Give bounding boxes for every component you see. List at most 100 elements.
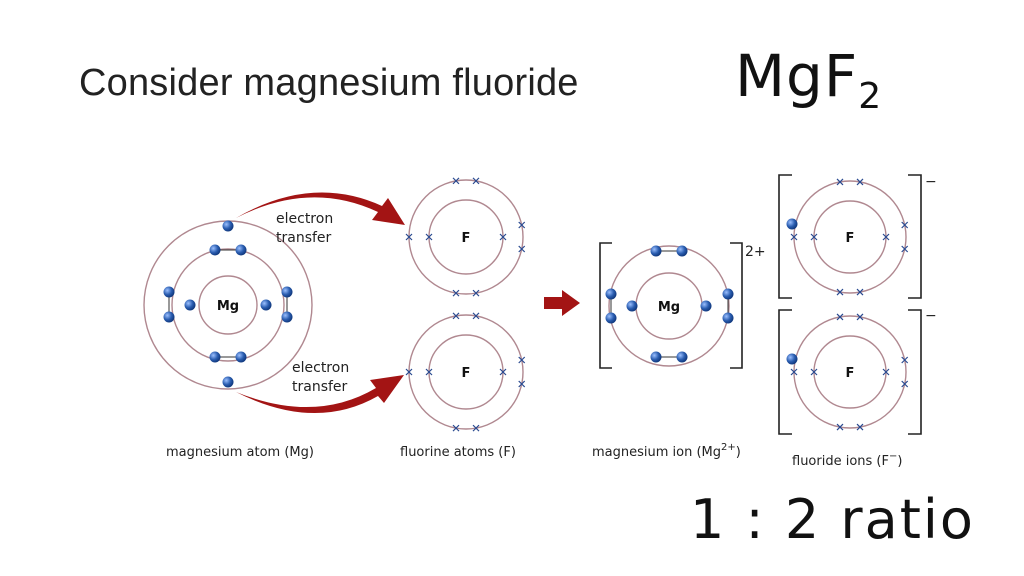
slide-title: Consider magnesium fluoride [79, 62, 579, 104]
electron-cross [452, 312, 460, 320]
electron-cross [810, 233, 818, 241]
reaction-arrow [544, 290, 580, 316]
electron [281, 286, 293, 298]
f-electron-crosses [405, 177, 526, 297]
electron [222, 220, 234, 232]
transfer-label-bottom-line2: transfer [292, 379, 348, 395]
electron [605, 288, 617, 300]
magnesium-ion: 2+ Mg [599, 242, 766, 369]
caption-f-ions-sup: − [889, 451, 897, 462]
electron [163, 311, 175, 323]
f-atom-symbol: F [462, 231, 471, 246]
transferred-electron [786, 218, 798, 230]
electron-cross [472, 312, 480, 320]
electron [235, 244, 247, 256]
electron [722, 288, 734, 300]
mg-shell-middle [171, 248, 285, 362]
caption-mg-ion-text: magnesium ion (Mg [592, 445, 721, 460]
electron-cross [499, 368, 507, 376]
electron-cross [901, 221, 909, 229]
electron-cross [836, 423, 844, 431]
electron-cross [882, 368, 890, 376]
f-ion-electron-crosses [790, 313, 909, 431]
electron-transfer-arrow-top [236, 192, 405, 225]
caption-fluorine-atoms: fluorine atoms (F) [400, 445, 516, 460]
f-ion-charge: − [925, 308, 937, 324]
electron [235, 351, 247, 363]
f-ion-charge: − [925, 174, 937, 190]
electron-cross [790, 368, 798, 376]
electron [209, 244, 221, 256]
mg-ion-charge: 2+ [745, 244, 766, 260]
electron-cross [856, 178, 864, 186]
transfer-label-top-line2: transfer [276, 230, 332, 246]
transfer-label-top-line1: electron [276, 211, 333, 227]
mg-atom-electrons [163, 220, 293, 388]
mg-ion-shell-outer [608, 245, 730, 367]
fluorine-atom-top: F [405, 177, 526, 297]
mg-ion-electrons [605, 245, 734, 363]
caption-mg-ion-close: ) [736, 445, 741, 460]
electron [650, 245, 662, 257]
electron-cross [518, 380, 526, 388]
f-ion-electron-crosses [790, 178, 909, 296]
electron-cross [836, 288, 844, 296]
electron-cross [882, 233, 890, 241]
f-ion-bracket-left [778, 174, 792, 299]
electron-cross [856, 288, 864, 296]
electron-cross [856, 313, 864, 321]
transferred-electron [786, 353, 798, 365]
electron-cross [452, 424, 460, 432]
electron-cross [405, 233, 413, 241]
electron [700, 300, 712, 312]
transfer-label-bottom-line1: electron [292, 360, 349, 376]
electron [676, 245, 688, 257]
f-electron-crosses [405, 312, 526, 432]
electron-cross [452, 177, 460, 185]
electron-cross [856, 423, 864, 431]
electron [605, 312, 617, 324]
electron-cross [472, 424, 480, 432]
caption-magnesium-atom: magnesium atom (Mg) [166, 445, 314, 460]
electron-cross [810, 368, 818, 376]
electron-cross [836, 313, 844, 321]
magnesium-atom: Mg [143, 220, 313, 390]
electron-cross [901, 356, 909, 364]
electron-cross [452, 289, 460, 297]
electron-cross [499, 233, 507, 241]
f-ion-symbol: F [846, 231, 855, 246]
mg-ion-bracket-left [599, 242, 612, 369]
electron-cross [472, 289, 480, 297]
f-atom-symbol: F [462, 366, 471, 381]
electron-cross [901, 245, 909, 253]
electron-cross [425, 233, 433, 241]
fluoride-ion-top: − F [778, 174, 937, 299]
electron [722, 312, 734, 324]
electron-cross [518, 245, 526, 253]
electron-cross [901, 380, 909, 388]
electron [676, 351, 688, 363]
handwritten-ratio: 1 : 2 ratio [690, 488, 975, 551]
caption-fluoride-ions: fluoride ions (F−) [792, 451, 902, 469]
electron [209, 351, 221, 363]
f-ion-bracket-right [908, 309, 922, 435]
electron-cross [405, 368, 413, 376]
f-ion-symbol: F [846, 366, 855, 381]
caption-magnesium-ion: magnesium ion (Mg2+) [592, 442, 741, 460]
formula-main: MgF [735, 42, 859, 110]
electron [222, 376, 234, 388]
electron [281, 311, 293, 323]
fluoride-ion-bottom: − F [778, 308, 937, 435]
electron [626, 300, 638, 312]
caption-f-ions-close: ) [897, 454, 902, 469]
electron-cross [425, 368, 433, 376]
mg-shell-inner [198, 275, 258, 335]
handwritten-formula: MgF2 [735, 42, 882, 117]
electron-cross [836, 178, 844, 186]
fluorine-atom-bottom: F [405, 312, 526, 432]
caption-mg-ion-sup: 2+ [721, 442, 736, 453]
electron-cross [518, 356, 526, 364]
f-ion-bracket-left [778, 309, 792, 435]
